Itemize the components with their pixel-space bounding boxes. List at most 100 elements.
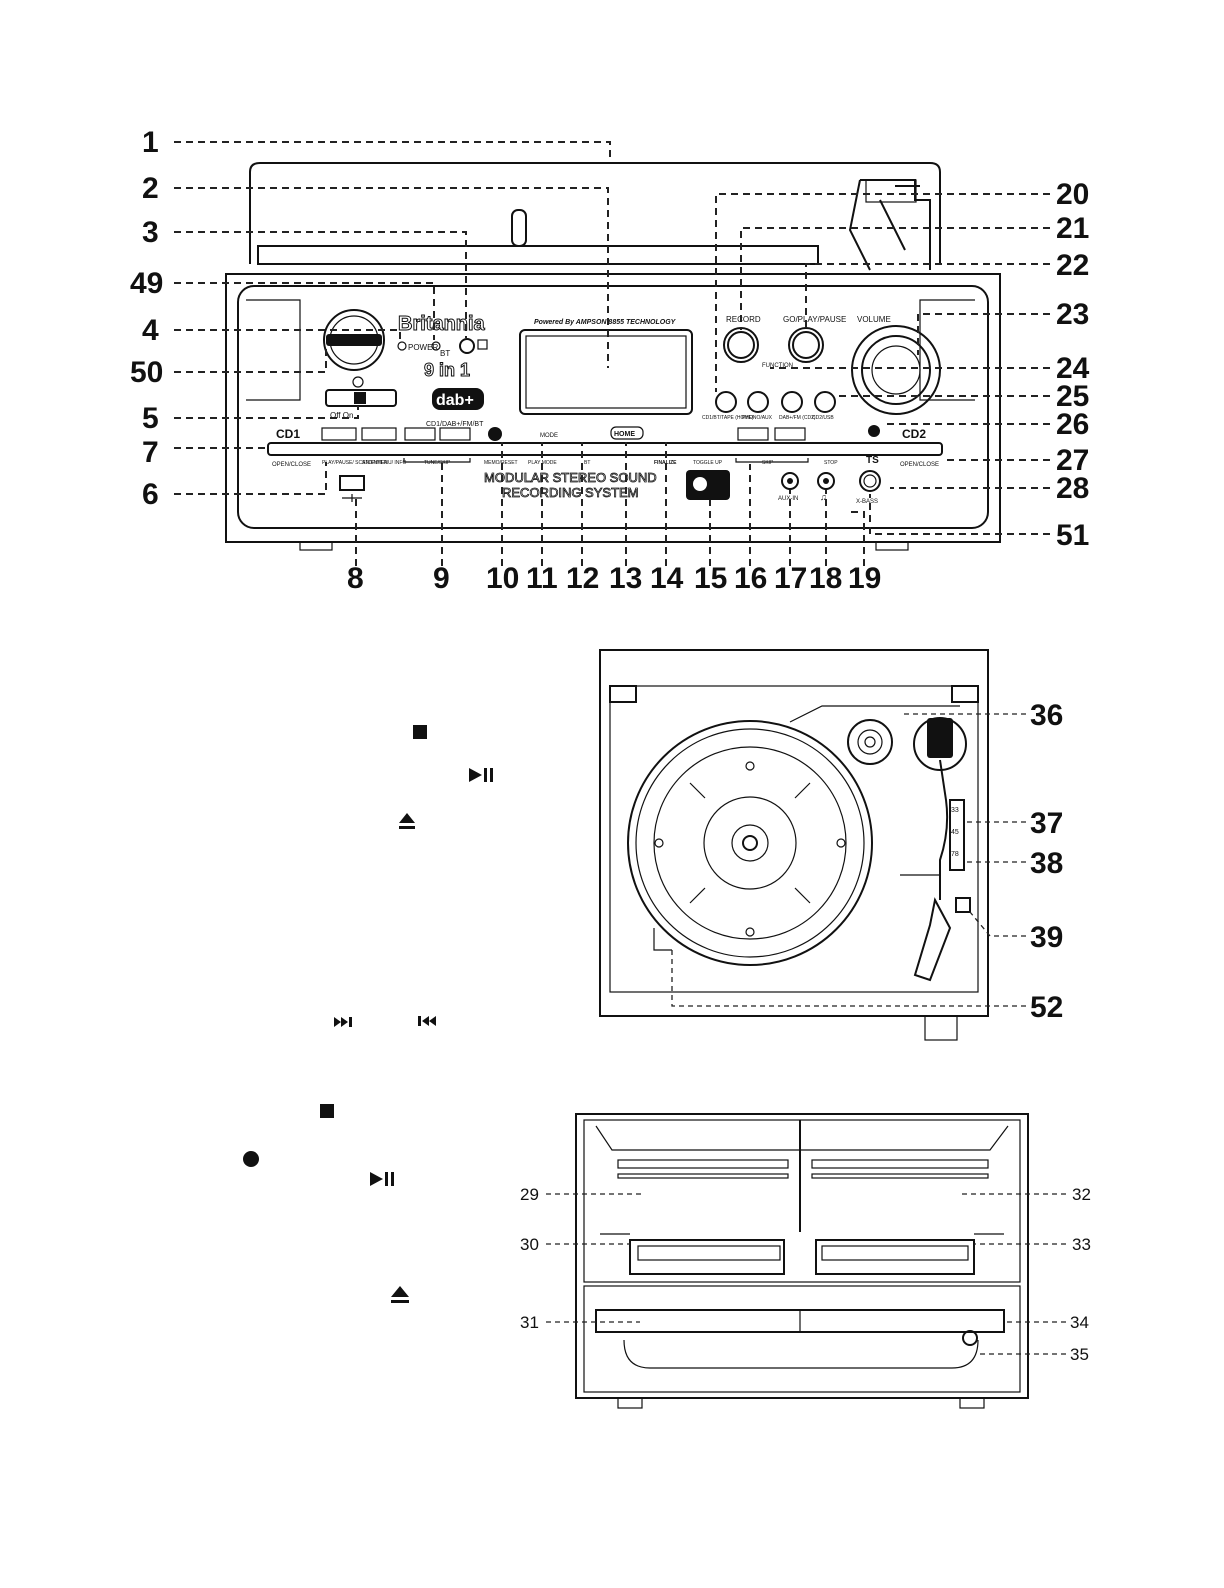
leader-51: [869, 494, 1050, 535]
antenna-stub: [511, 209, 527, 247]
source-dab-fm-button[interactable]: [781, 391, 803, 413]
under-label-play-pause: PLAY/PAUSE/ SCAN/ENTER: [322, 460, 388, 466]
xbass-button-inner: [863, 474, 877, 488]
home-button[interactable]: [610, 426, 644, 440]
callout-16: 16: [734, 562, 767, 595]
volume-knob-cap: [871, 345, 921, 395]
callout-34: 34: [1070, 1313, 1089, 1332]
skip-bracket: [735, 458, 809, 463]
cassette-cabinet: [575, 1113, 1029, 1399]
record-button-ring: [727, 331, 755, 359]
bt-pair-button[interactable]: [868, 425, 880, 437]
callout-19: 19: [848, 562, 881, 595]
cassette-top-edge: [595, 1125, 1009, 1151]
platter-mat: [653, 746, 847, 940]
counterweight[interactable]: [927, 718, 953, 758]
modular-line-2: RECORDING SYSTEM: [502, 485, 639, 500]
foot-left: [299, 541, 333, 551]
xbass-button[interactable]: [859, 470, 881, 492]
callout-22: 22: [1056, 249, 1089, 282]
cd1-dab-label: CD1/DAB+/FM/BT: [426, 421, 484, 428]
tonearm-block: [865, 179, 917, 203]
xbass-label: X-BASS: [856, 499, 878, 505]
hinge-right: [951, 685, 979, 703]
platter-label: [703, 796, 797, 890]
turntable-foot: [924, 1015, 958, 1041]
leader-4: [174, 329, 401, 342]
leader-5: [174, 406, 359, 419]
aux-in-jack[interactable]: [781, 472, 799, 490]
stop-icon-2: [320, 1104, 334, 1118]
cd2-label: CD2: [902, 427, 926, 441]
callout-50: 50: [130, 356, 163, 389]
record-label: RECORD: [726, 315, 761, 324]
deck-a-buttons[interactable]: [629, 1239, 785, 1275]
callout-21: 21: [1056, 212, 1089, 245]
callout-26: 26: [1056, 408, 1089, 441]
foot-right: [875, 541, 909, 551]
cassette-foot-left: [617, 1397, 643, 1409]
prev-track-icon: [418, 1016, 436, 1026]
tonearm-headshell: [913, 897, 952, 982]
under-label-skip: SKIP: [762, 460, 774, 466]
power-switch[interactable]: [325, 389, 397, 407]
deck-b-buttons[interactable]: [815, 1239, 975, 1275]
source-phono-aux-button[interactable]: [747, 391, 769, 413]
power-led-label: POWER: [408, 343, 438, 352]
platter-dot-right: [836, 838, 846, 848]
callout-9: 9: [433, 562, 450, 595]
skip-fwd-button[interactable]: [774, 427, 806, 441]
skip-back-button[interactable]: [737, 427, 769, 441]
src-label-1: CD1/BT/TAPE (HOME): [702, 415, 754, 421]
go-play-pause-button[interactable]: [788, 327, 824, 363]
speed-33: 33: [951, 807, 959, 814]
power-switch-knob: [354, 392, 366, 404]
stop-menu-button[interactable]: [361, 427, 397, 441]
callout-28: 28: [1056, 472, 1089, 505]
recording-icon-box: [686, 470, 730, 500]
tonearm[interactable]: [939, 759, 949, 900]
platter-spokes: [689, 782, 811, 904]
auto-stop-switch[interactable]: [955, 897, 971, 913]
go-play-pause-label: GO/PLAY/PAUSE: [783, 315, 846, 324]
speed-selector[interactable]: [949, 799, 965, 871]
tune-skip-fwd-button[interactable]: [439, 427, 471, 441]
dust-cover: [249, 162, 941, 264]
memo-reset-button[interactable]: [488, 427, 502, 441]
callout-30: 30: [520, 1235, 539, 1254]
function-label: FUNCTION: [762, 363, 793, 369]
volume-knob[interactable]: [851, 325, 941, 415]
play-pause-button[interactable]: [321, 427, 357, 441]
leader-49: [174, 282, 435, 340]
adapter-45[interactable]: [847, 719, 893, 765]
bt-led: [431, 341, 441, 351]
callout-27: 27: [1056, 444, 1089, 477]
usb-port[interactable]: [339, 475, 365, 491]
under-label-toggle-up: TOGGLE UP: [693, 460, 723, 466]
callout-33: 33: [1072, 1235, 1091, 1254]
source-cd1-bt-tape-button[interactable]: [715, 391, 737, 413]
source-cd2-usb-button[interactable]: [814, 391, 836, 413]
callout-52: 52: [1030, 991, 1063, 1024]
speed-45: 45: [951, 829, 959, 836]
platter-center: [731, 824, 769, 862]
tune-skip-back-button[interactable]: [404, 427, 436, 441]
under-label-stop-menu: STOP/MENU/ INFO: [362, 460, 406, 466]
cassette-jack[interactable]: [962, 1330, 978, 1346]
callout-37: 37: [1030, 807, 1063, 840]
leader-19: [848, 511, 865, 566]
left-panel: [246, 299, 301, 401]
callout-39: 39: [1030, 921, 1063, 954]
callout-1: 1: [142, 126, 159, 159]
callout-32: 32: [1072, 1185, 1091, 1204]
leader-20: [715, 193, 1050, 392]
record-button[interactable]: [723, 327, 759, 363]
callout-11: 11: [526, 562, 558, 595]
platter[interactable]: [627, 720, 873, 966]
mic-icon: [693, 477, 707, 491]
dust-cover-base: [257, 245, 819, 265]
headphone-jack[interactable]: [817, 472, 835, 490]
callout-24: 24: [1056, 352, 1090, 385]
hinge-left: [609, 685, 637, 703]
